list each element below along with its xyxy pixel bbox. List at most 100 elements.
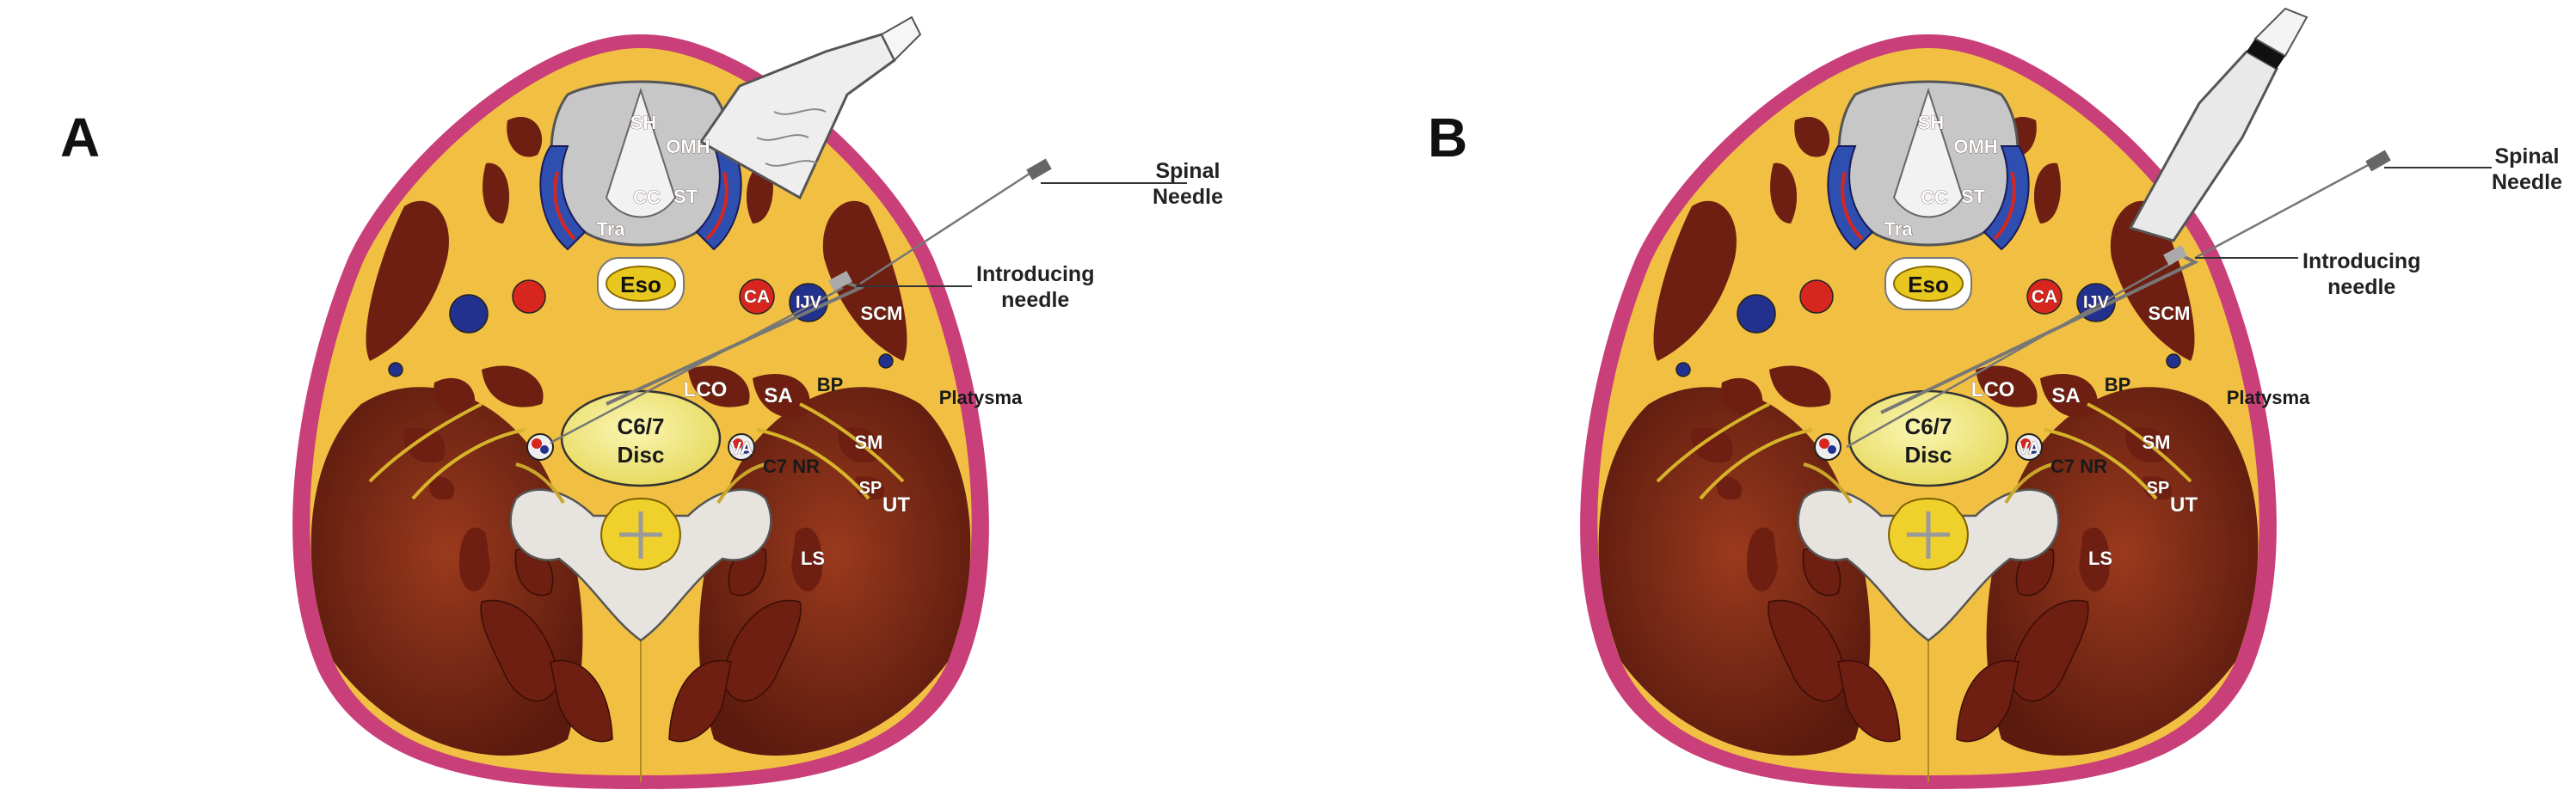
- ultrasound-probe: [698, 15, 922, 200]
- label-omh: OMH: [1953, 136, 1997, 157]
- carotid-artery-right: [2026, 279, 2063, 315]
- label-scm: SCM: [861, 303, 903, 324]
- brachial-plexus-nerve: [1656, 402, 1770, 483]
- deep-posterior-muscle: [1956, 659, 2020, 743]
- strap-muscle: [1794, 116, 1830, 157]
- label-tra: Tra: [596, 218, 625, 240]
- label-ls: LS: [2088, 548, 2112, 569]
- jugular-vein-left: [1737, 294, 1776, 334]
- scm-left: [1653, 200, 1737, 361]
- label-sm: SM: [855, 432, 883, 453]
- scalene-left: [433, 377, 476, 416]
- scalene-middle: [838, 427, 880, 463]
- label-bp: BP: [817, 374, 844, 395]
- label-sa: SA: [2051, 384, 2080, 407]
- label-bp: BP: [2105, 374, 2131, 395]
- label-c7-nr: C7 NR: [2050, 456, 2107, 477]
- external-jugular-left: [1675, 362, 1691, 377]
- label-ut: UT: [2170, 493, 2198, 517]
- label-disc: Disc: [1905, 442, 1952, 468]
- label-ca: CA: [744, 287, 770, 307]
- label-c6-7: C6/7: [618, 413, 665, 439]
- label-st: ST: [673, 186, 698, 207]
- carotid-artery-left: [512, 279, 546, 314]
- label-lco: LCO: [1971, 378, 2015, 401]
- airway-lumen: [1892, 87, 1964, 218]
- label-ca: CA: [2032, 287, 2057, 307]
- brachial-plexus-nerve: [2044, 428, 2158, 500]
- scalene-left: [1721, 377, 1763, 416]
- carotid-artery-left: [1799, 279, 1834, 314]
- label-cc: CC: [1921, 187, 1948, 208]
- panel-letter: B: [1428, 107, 1468, 168]
- brachial-plexus-nerve: [411, 428, 526, 500]
- longus-colli-right: [688, 365, 750, 407]
- label-ls: LS: [801, 548, 825, 569]
- label-sh: SH: [1918, 112, 1945, 133]
- carotid-artery-right: [739, 279, 775, 315]
- label-cc: CC: [633, 187, 661, 208]
- strap-muscle: [2033, 162, 2061, 223]
- airway-lumen: [605, 87, 677, 218]
- deep-posterior-muscle: [1837, 659, 1901, 743]
- scalene-anterior: [753, 373, 810, 418]
- external-jugular-left: [388, 362, 403, 377]
- brachial-plexus-nerve: [368, 402, 483, 483]
- strap-muscle: [483, 162, 510, 223]
- label-st: ST: [1961, 186, 1986, 207]
- deep-posterior-muscle: [668, 659, 732, 743]
- strap-muscle: [1770, 162, 1798, 223]
- levator-scapulae: [791, 527, 822, 592]
- longus-colli-right: [1976, 365, 2038, 407]
- deep-posterior-muscle: [2009, 599, 2089, 702]
- label-c6-7: C6/7: [1905, 413, 1952, 439]
- external-jugular-right: [878, 353, 894, 369]
- strap-muscle: [507, 116, 543, 157]
- scalene-anterior: [2040, 373, 2098, 418]
- esophagus: [606, 266, 676, 302]
- brachial-plexus-nerve: [799, 402, 905, 483]
- spinal-needle: [1846, 162, 2372, 449]
- label-sh: SH: [630, 112, 657, 133]
- label-sm: SM: [2143, 432, 2171, 453]
- label-eso: Eso: [1908, 272, 1949, 297]
- panel-letter: A: [60, 107, 101, 168]
- deep-posterior-muscle: [722, 599, 802, 702]
- brachial-plexus-nerve: [1699, 428, 1813, 500]
- label-scm: SCM: [2149, 303, 2191, 324]
- brachial-plexus-nerve: [2087, 402, 2192, 483]
- label-va: VA: [2018, 439, 2040, 458]
- label-sp: SP: [859, 479, 882, 498]
- label-sp: SP: [2147, 479, 2170, 498]
- deep-posterior-muscle: [1768, 599, 1847, 702]
- label-sa: SA: [764, 384, 792, 407]
- label-c7-nr: C7 NR: [763, 456, 820, 477]
- ultrasound-probe: [2128, 7, 2309, 242]
- label-disc: Disc: [618, 442, 665, 468]
- label-platysma: Platysma: [2227, 387, 2310, 408]
- scalene-middle: [2125, 427, 2167, 463]
- label-tra: Tra: [1884, 218, 1913, 240]
- jugular-vein-left: [449, 294, 489, 334]
- label-ut: UT: [882, 493, 910, 517]
- label-platysma: Platysma: [939, 387, 1023, 408]
- deep-posterior-muscle: [550, 659, 613, 743]
- deep-posterior-muscle: [480, 599, 560, 702]
- label-ijv: IJV: [2083, 293, 2110, 312]
- label-va: VA: [730, 439, 753, 458]
- label-omh: OMH: [666, 136, 710, 157]
- label-lco: LCO: [684, 378, 728, 401]
- longus-colli-left: [482, 365, 544, 407]
- levator-scapulae: [2079, 527, 2110, 592]
- label-ijv: IJV: [796, 293, 822, 312]
- external-jugular-right: [2166, 353, 2181, 369]
